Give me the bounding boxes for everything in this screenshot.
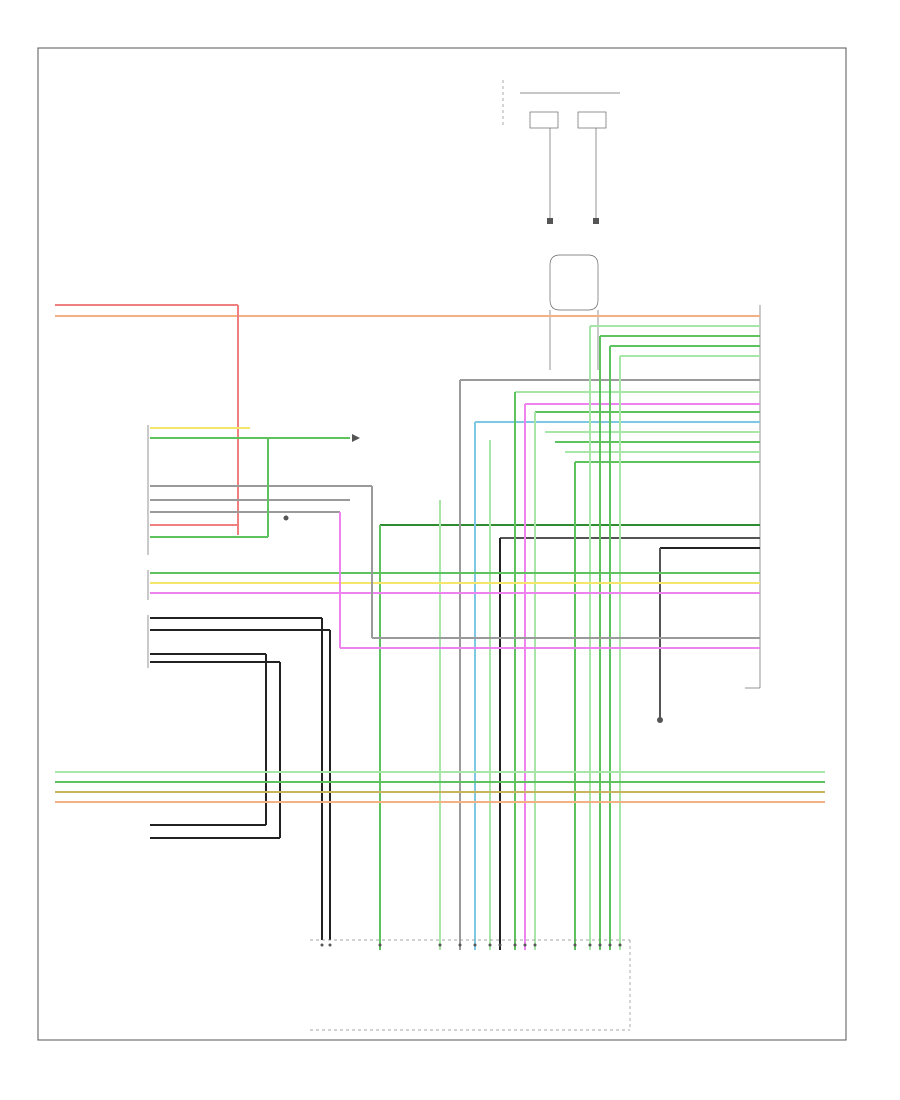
splice-point — [283, 515, 289, 521]
left-connector-c — [147, 486, 760, 940]
main-module-connector — [745, 305, 761, 689]
bottom-connector — [310, 939, 631, 1031]
top-terminal-right — [593, 218, 599, 224]
loop-connector — [549, 254, 599, 311]
left-connector-b — [147, 570, 760, 600]
top-connector — [502, 80, 620, 370]
top-fuse-left — [529, 111, 559, 129]
arrow-right — [352, 434, 360, 442]
left-connector-a — [147, 425, 372, 555]
ground-point — [657, 717, 663, 723]
top-terminal-left — [547, 218, 553, 224]
diagram-border — [37, 47, 847, 1041]
top-fuse-right — [577, 111, 607, 129]
module-input-wires — [380, 325, 760, 549]
bottom-bus — [55, 771, 825, 839]
